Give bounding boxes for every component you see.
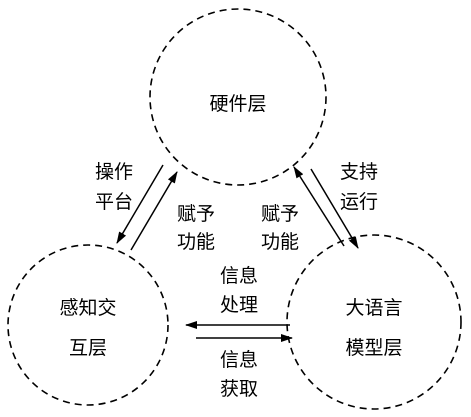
llm-layer-label-line1: 大语言 xyxy=(345,297,402,319)
left-outer-label-line2: 平台 xyxy=(95,191,133,213)
bottom-bottom-label-line2: 获取 xyxy=(220,378,258,400)
llm-layer-label-line2: 模型层 xyxy=(345,337,402,359)
left-inner-label-line2: 功能 xyxy=(177,231,215,253)
perception-layer-circle xyxy=(7,244,169,406)
bottom-top-label-line1: 信息 xyxy=(220,265,258,287)
right-inner-label-line2: 功能 xyxy=(261,231,299,253)
bottom-bottom-label-line1: 信息 xyxy=(220,349,258,371)
perception-layer-label-line1: 感知交 xyxy=(59,297,116,319)
hardware-layer-label: 硬件层 xyxy=(209,93,266,115)
right-inner-label-line1: 赋予 xyxy=(261,203,299,225)
hardware-to-perception-arrow xyxy=(116,164,164,244)
left-inner-label-line1: 赋予 xyxy=(177,203,215,225)
hardware-to-llm-arrow xyxy=(310,168,359,249)
right-outer-label-line1: 支持 xyxy=(340,161,378,183)
bottom-top-label-line2: 处理 xyxy=(220,294,258,316)
perception-to-hardware-arrow xyxy=(130,171,178,251)
llm-to-hardware-arrow xyxy=(293,166,345,247)
llm-layer-circle xyxy=(286,234,462,410)
right-outer-label-line2: 运行 xyxy=(340,191,378,213)
hardware-layer-circle xyxy=(149,8,327,186)
left-outer-label-line1: 操作 xyxy=(95,161,133,183)
perception-layer-label-line2: 互层 xyxy=(69,337,107,359)
